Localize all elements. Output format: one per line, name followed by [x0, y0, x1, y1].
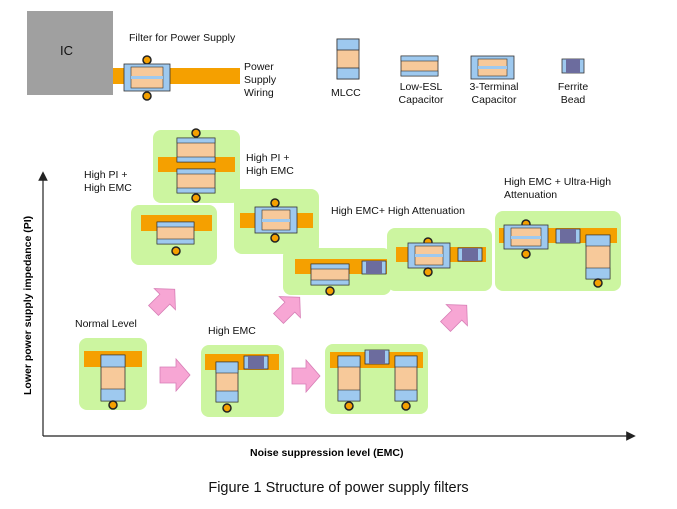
legend-3terminal-symbol — [470, 55, 515, 80]
y-axis-label: Lower power supply impedance (PI) — [22, 215, 34, 395]
box-dual-mlcc-ferrite — [325, 344, 428, 414]
label-high-pi-mid: High PI +High EMC — [246, 152, 294, 177]
box-high-emc — [201, 345, 284, 417]
legend-low-esl-symbol — [400, 55, 439, 77]
x-axis-label: Noise suppression level (EMC) — [250, 447, 404, 459]
label-high-emc: High EMC — [208, 325, 256, 337]
label-high-emc-atten: High EMC+ High Attenuation — [331, 205, 465, 217]
arrow-diag-2 — [272, 296, 301, 325]
box-stacked-low-esl — [153, 128, 240, 203]
box-ultra-high — [495, 211, 621, 291]
box-high-pi-3terminal — [234, 189, 319, 254]
box-high-pi-low-esl — [131, 205, 217, 265]
arrow-right-2 — [291, 358, 321, 394]
box-normal — [79, 338, 147, 410]
arrow-right-1 — [159, 357, 191, 393]
label-high-pi-left: High PI +High EMC — [84, 169, 132, 194]
ic-label: IC — [60, 43, 73, 58]
box-low-esl-ferrite — [283, 248, 391, 296]
filter-title: Filter for Power Supply — [129, 32, 236, 44]
mlcc-label: MLCC — [331, 87, 361, 99]
figure-caption: Figure 1 Structure of power supply filte… — [208, 480, 469, 496]
arrow-diag-3 — [439, 304, 468, 333]
legend-mlcc-symbol — [336, 38, 360, 80]
arrow-diag-1 — [147, 288, 176, 317]
box-3terminal-ferrite — [387, 228, 492, 291]
ic-block — [27, 11, 113, 95]
label-normal: Normal Level — [75, 318, 137, 330]
legend-filter-3terminal — [123, 55, 171, 101]
legend-ferrite-symbol — [561, 58, 585, 74]
